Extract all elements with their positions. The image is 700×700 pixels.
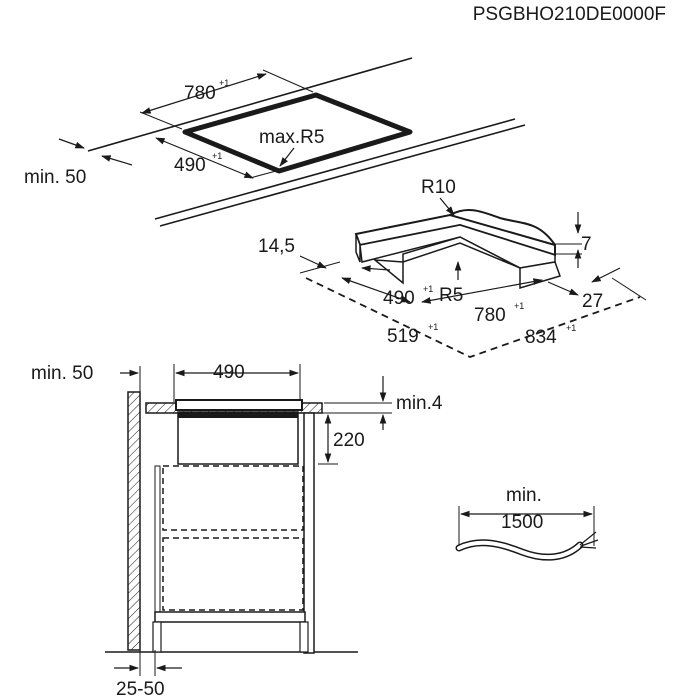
top-width-dimension: 780 +1 <box>139 69 314 130</box>
min-wall-label: min. 50 <box>31 363 93 384</box>
top-min-edge-dimension: min. 50 <box>24 138 133 188</box>
frame-height-label: 7 <box>581 234 592 255</box>
top-depth-label: 490 <box>174 155 206 176</box>
frame-rim-dimension: 27 <box>547 267 621 312</box>
frame-radius-inner-callout: R5 <box>439 261 463 306</box>
mains-cable <box>455 531 599 561</box>
cable-length-line1: min. <box>506 485 542 506</box>
frame-radius-outer-callout: R10 <box>421 177 456 216</box>
frame-inner-depth-dimension: 490 +1 <box>341 277 433 309</box>
top-width-label: 780 <box>184 83 216 104</box>
frame-outer-outline <box>299 261 647 358</box>
top-depth-tolerance: +1 <box>212 151 222 161</box>
frame-outer-depth-dimension: 519 +1 <box>387 322 438 347</box>
cable-length-dimension: min. 1500 <box>458 485 595 546</box>
side-depth-dimension: 490 <box>173 362 301 402</box>
frame-inner-width-dimension: 780 +1 <box>421 278 543 326</box>
drop-label: 220 <box>333 430 365 451</box>
side-worktop <box>145 399 323 414</box>
frame-outer-width-label: 834 <box>525 327 557 348</box>
frame-inner-depth-label: 490 <box>383 288 415 309</box>
wall-section <box>105 391 358 653</box>
frame-radius-outer: R10 <box>421 177 456 198</box>
top-min-edge-label: min. 50 <box>24 167 86 188</box>
panel-gap-dimension: 25-50 <box>114 650 182 700</box>
top-width-tolerance: +1 <box>219 78 229 88</box>
frame-inner-depth-tolerance: +1 <box>423 284 433 294</box>
min-gap-label: min.4 <box>396 393 443 414</box>
min-gap-dimension: min.4 <box>324 376 443 430</box>
hob-unit <box>177 411 299 465</box>
cabinet-section <box>152 412 315 654</box>
frame-inner-width-tolerance: +1 <box>514 301 524 311</box>
drop-dimension: 220 <box>318 412 365 465</box>
frame-outer-width-tolerance: +1 <box>566 323 576 333</box>
min-wall-distance-dimension: min. 50 <box>31 363 141 398</box>
frame-offset-dimension: 14,5 <box>258 236 391 272</box>
top-radius-callout: max.R5 <box>259 127 324 167</box>
frame-offset-label: 14,5 <box>258 236 295 257</box>
cable-length-line2: 1500 <box>501 512 543 533</box>
side-depth-label: 490 <box>213 362 245 383</box>
frame-height-dimension: 7 <box>555 212 592 268</box>
frame-outer-width-dimension: 834 +1 <box>525 323 576 348</box>
panel-gap-label: 25-50 <box>116 679 165 700</box>
frame-inner-width-label: 780 <box>474 305 506 326</box>
top-radius-label: max.R5 <box>259 127 324 148</box>
frame-rim-label: 27 <box>582 291 603 312</box>
document-code: PSGBHO210DE0000F <box>473 4 666 25</box>
top-depth-dimension: 490 +1 <box>155 137 277 179</box>
frame-outer-depth-tolerance: +1 <box>428 322 438 332</box>
frame-outer-depth-label: 519 <box>387 326 419 347</box>
